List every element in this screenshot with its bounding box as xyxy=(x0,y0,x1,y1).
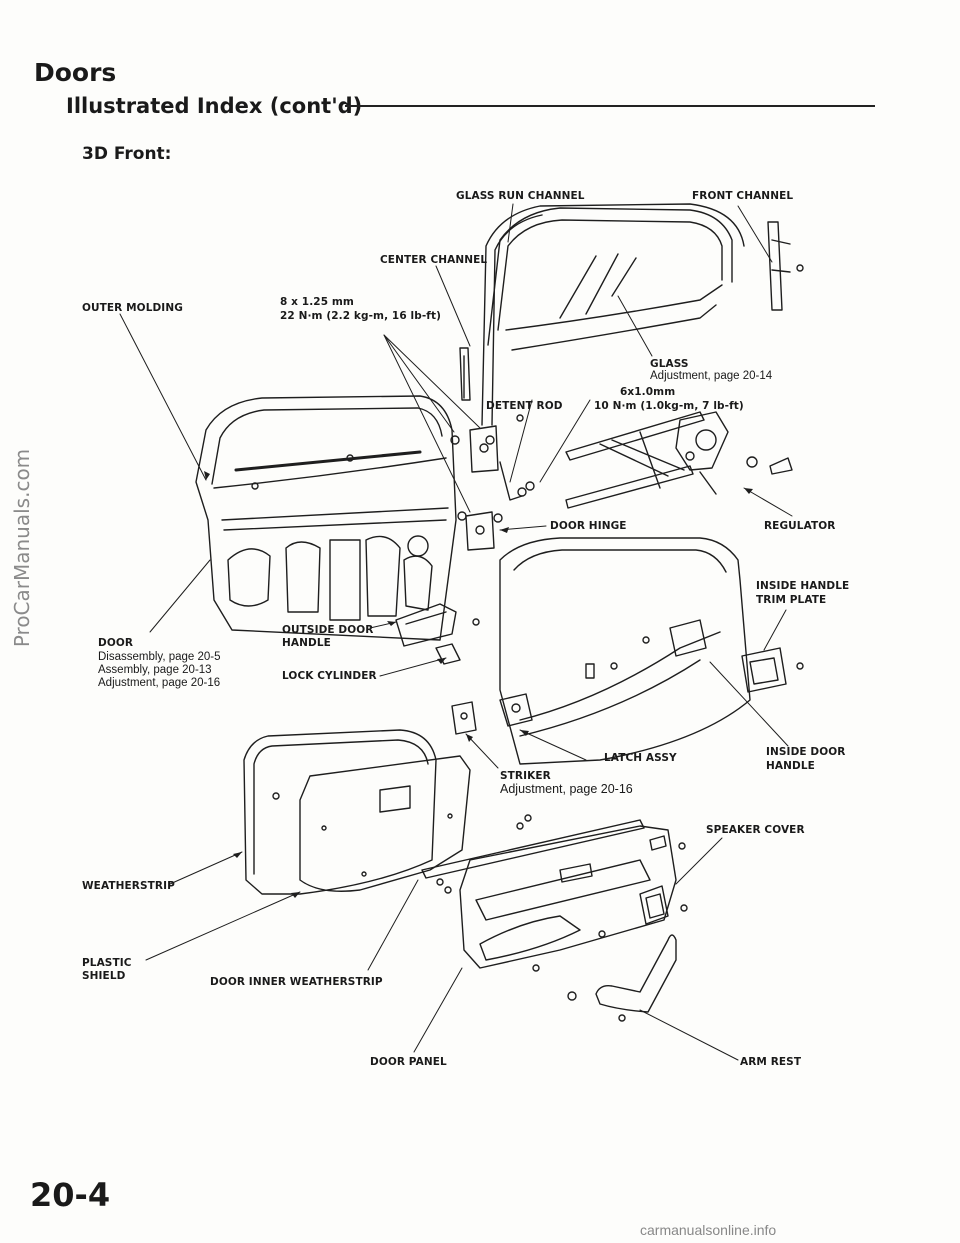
leader-lines xyxy=(119,203,793,1061)
latch-drawing xyxy=(499,693,533,727)
label-inside-door-handle-1: INSIDE DOOR xyxy=(766,746,846,758)
label-door: DOOR xyxy=(98,637,134,649)
view-subtitle: 3D Front: xyxy=(82,144,172,164)
label-door-panel: DOOR PANEL xyxy=(370,1056,447,1068)
label-inside-handle-trim-2: TRIM PLATE xyxy=(756,594,827,606)
label-glass: GLASS xyxy=(650,358,689,370)
striker-drawing xyxy=(451,701,477,735)
label-door-inner-weatherstrip: DOOR INNER WEATHERSTRIP xyxy=(210,976,383,988)
weatherstrip-drawing xyxy=(243,729,437,895)
label-outside-handle-2: HANDLE xyxy=(282,637,331,649)
label-striker: STRIKER xyxy=(500,770,551,782)
label-glass-run-channel: GLASS RUN CHANNEL xyxy=(456,190,585,202)
label-detent-rod: DETENT ROD xyxy=(486,400,563,412)
label-regulator: REGULATOR xyxy=(764,520,836,532)
center-channel-drawing xyxy=(459,347,471,401)
door-glass-drawing xyxy=(487,207,733,351)
note-glass-adjustment: Adjustment, page 20-14 xyxy=(650,370,773,382)
inner-door-frame-drawing xyxy=(499,537,751,765)
label-front-channel: FRONT CHANNEL xyxy=(692,190,794,202)
label-plastic-shield-2: SHIELD xyxy=(82,970,126,982)
note-door-disassembly: Disassembly, page 20-5 xyxy=(98,651,221,663)
label-weatherstrip: WEATHERSTRIP xyxy=(82,880,175,892)
note-striker-adjustment: Adjustment, page 20-16 xyxy=(500,782,633,796)
door-panel-drawing xyxy=(436,825,677,972)
page-number: 20-4 xyxy=(30,1176,111,1214)
note-door-assembly: Assembly, page 20-13 xyxy=(98,664,212,676)
regulator-drawing xyxy=(565,411,793,509)
door-inner-weatherstrip-drawing xyxy=(421,814,645,879)
label-inside-door-handle-2: HANDLE xyxy=(766,760,815,772)
page-title: Illustrated Index (cont'd) xyxy=(66,94,363,118)
side-watermark: ProCarManuals.com xyxy=(10,448,34,648)
bottom-watermark: carmanualsonline.info xyxy=(640,1222,777,1238)
arm-rest-drawing xyxy=(567,934,677,1022)
label-door-hinge: DOOR HINGE xyxy=(550,520,627,532)
section-title: Doors xyxy=(34,58,117,87)
label-bolt-6-torque: 10 N·m (1.0kg-m, 7 lb-ft) xyxy=(594,400,744,412)
door-shell-drawing xyxy=(195,395,457,641)
label-plastic-shield-1: PLASTIC xyxy=(82,957,132,969)
speaker-cover-drawing xyxy=(639,835,688,925)
label-inside-handle-trim-1: INSIDE HANDLE xyxy=(756,580,850,592)
label-bolt-8-torque: 22 N·m (2.2 kg-m, 16 lb-ft) xyxy=(280,310,441,322)
hinge-detent-drawing xyxy=(450,414,535,551)
leader-arrowheads xyxy=(204,471,753,898)
title-rule xyxy=(345,105,875,107)
label-arm-rest: ARM REST xyxy=(740,1056,802,1068)
label-outer-molding: OUTER MOLDING xyxy=(82,302,183,314)
glass-run-channel-drawing xyxy=(481,203,745,426)
label-latch-assy: LATCH ASSY xyxy=(604,752,677,764)
label-outside-handle-1: OUTSIDE DOOR xyxy=(282,624,374,636)
label-bolt-8-size: 8 x 1.25 mm xyxy=(280,296,354,308)
label-lock-cylinder: LOCK CYLINDER xyxy=(282,670,377,682)
plastic-shield-drawing xyxy=(272,755,471,892)
front-channel-drawing xyxy=(767,221,804,311)
label-bolt-6-size: 6x1.0mm xyxy=(620,386,676,398)
note-door-adjustment: Adjustment, page 20-16 xyxy=(98,677,221,689)
outside-handle-drawing xyxy=(395,603,480,665)
trim-plate-drawing xyxy=(741,647,804,693)
label-center-channel: CENTER CHANNEL xyxy=(380,254,488,266)
label-speaker-cover: SPEAKER COVER xyxy=(706,824,805,836)
